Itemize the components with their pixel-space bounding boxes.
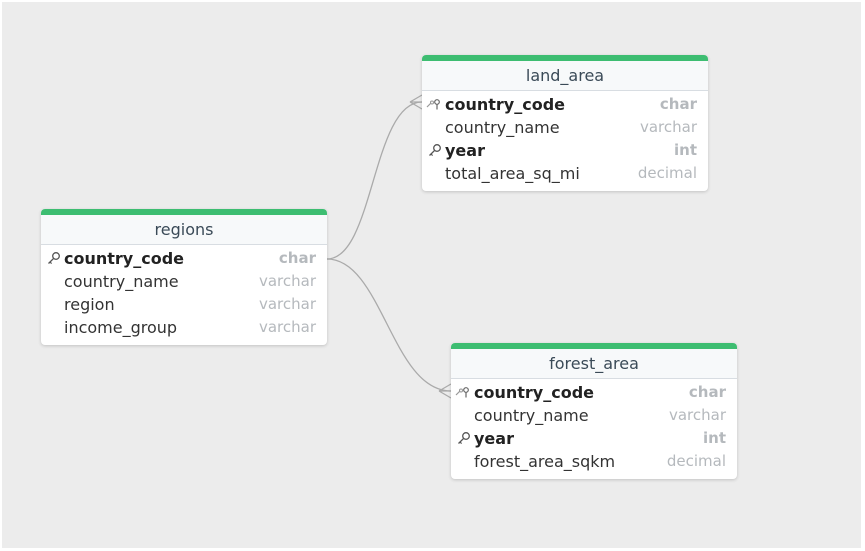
field-row[interactable]: income_group varchar xyxy=(41,316,327,339)
field-name: country_code xyxy=(445,95,566,114)
field-type: char xyxy=(278,249,316,267)
field-name: forest_area_sqkm xyxy=(474,452,616,471)
field-name: country_code xyxy=(474,383,595,402)
field-name: year xyxy=(445,141,485,160)
field-row[interactable]: country_name varchar xyxy=(41,270,327,293)
field-name: total_area_sq_mi xyxy=(445,164,580,183)
table-title[interactable]: regions xyxy=(41,209,327,245)
primary-key-icon xyxy=(458,432,470,445)
field-name: country_name xyxy=(64,272,179,291)
primary-foreign-key-icon xyxy=(426,99,440,110)
field-type: varchar xyxy=(258,295,316,313)
field-type: char xyxy=(659,95,697,113)
field-name: country_name xyxy=(445,118,560,137)
field-name: income_group xyxy=(64,318,178,337)
field-name: year xyxy=(474,429,514,448)
field-row[interactable]: region varchar xyxy=(41,293,327,316)
field-type: varchar xyxy=(668,406,726,424)
field-name: country_code xyxy=(64,249,185,268)
table-title[interactable]: forest_area xyxy=(451,343,737,379)
field-row[interactable]: year int xyxy=(451,427,737,450)
crowfoot-land-area xyxy=(409,94,423,110)
field-row[interactable]: country_code char xyxy=(41,247,327,270)
field-row[interactable]: total_area_sq_mi decimal xyxy=(422,162,708,185)
table-land-area[interactable]: land_area country_code char country_name… xyxy=(422,55,708,191)
field-type: decimal xyxy=(666,452,726,470)
field-row[interactable]: year int xyxy=(422,139,708,162)
table-regions[interactable]: regions country_code char country_name v… xyxy=(41,209,327,345)
field-type: varchar xyxy=(639,118,697,136)
field-name: country_name xyxy=(474,406,589,425)
primary-key-icon xyxy=(429,144,441,157)
field-row[interactable]: country_code char xyxy=(451,381,737,404)
field-name: region xyxy=(64,295,115,314)
crowfoot-forest-area xyxy=(438,383,452,399)
field-type: decimal xyxy=(637,164,697,182)
field-row[interactable]: forest_area_sqkm decimal xyxy=(451,450,737,473)
primary-foreign-key-icon xyxy=(455,387,469,398)
field-type: varchar xyxy=(258,272,316,290)
table-title[interactable]: land_area xyxy=(422,55,708,91)
field-type: int xyxy=(674,141,697,159)
field-row[interactable]: country_code char xyxy=(422,93,708,116)
field-row[interactable]: country_name varchar xyxy=(451,404,737,427)
table-forest-area[interactable]: forest_area country_code char country_na… xyxy=(451,343,737,479)
field-type: varchar xyxy=(258,318,316,336)
field-row[interactable]: country_name varchar xyxy=(422,116,708,139)
connector-regions-forest-area[interactable] xyxy=(326,258,452,392)
connector-regions-land-area[interactable] xyxy=(326,101,423,260)
field-type: int xyxy=(703,429,726,447)
primary-key-icon xyxy=(48,252,60,265)
field-type: char xyxy=(688,383,726,401)
